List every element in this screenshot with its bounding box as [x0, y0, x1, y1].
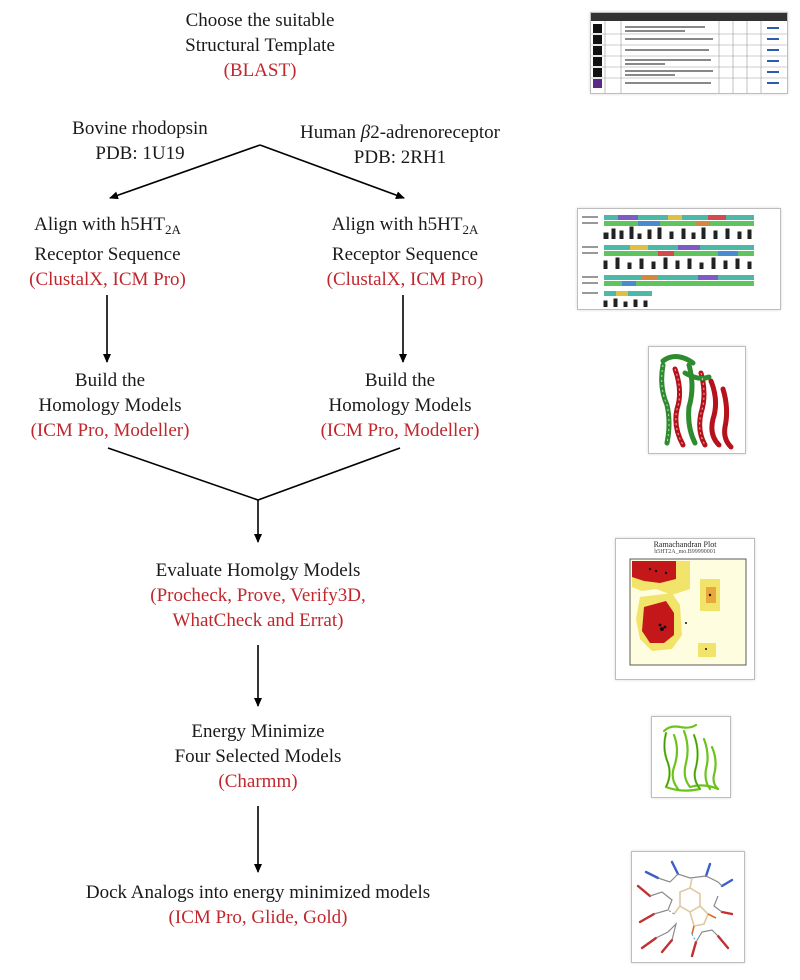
- minimized-ribbon-image: [662, 723, 720, 792]
- ramachandran-title: Ramachandran Plot: [653, 540, 717, 549]
- tools-blast: (BLAST): [223, 60, 297, 81]
- split-arrow-right: [259, 144, 405, 199]
- tools-validation-line1: (Procheck, Prove, Verify3D,: [150, 585, 366, 606]
- tools-icm-modeller: (ICM Pro, Modeller): [30, 420, 190, 441]
- ramachandran-plot-thumbnail: Ramachandran Plot h5HT2A_mo.B99990001: [615, 538, 755, 680]
- step-align-left: Align with h5HT2A Receptor Sequence (Clu…: [0, 212, 215, 292]
- step-build-right: Build the Homology Models (ICM Pro, Mode…: [290, 368, 510, 443]
- tools-icm-glide-gold: (ICM Pro, Glide, Gold): [168, 907, 348, 928]
- sequence-alignment-thumbnail: [577, 208, 781, 310]
- blast-results-thumbnail: [590, 12, 788, 94]
- tools-validation-line2: WhatCheck and Errat): [172, 610, 344, 631]
- blast-table-image: [591, 13, 787, 93]
- step-energy-minimize: Energy Minimize Four Selected Models (Ch…: [128, 719, 388, 794]
- step-evaluate-models: Evaluate Homolgy Models (Procheck, Prove…: [108, 558, 408, 633]
- homology-model-thumbnail: [648, 346, 746, 454]
- docking-image: [636, 860, 734, 958]
- tools-icm-modeller: (ICM Pro, Modeller): [320, 420, 480, 441]
- merge-line-left: [107, 447, 259, 501]
- template-bovine-rhodopsin: Bovine rhodopsin PDB: 1U19: [72, 118, 208, 164]
- protein-ribbon-image: [659, 354, 734, 450]
- template-human-b2-adrenoreceptor: Human β2-adrenoreceptor PDB: 2RH1: [300, 122, 500, 168]
- ramachandran-plot-image: [629, 558, 747, 666]
- step-dock-analogs: Dock Analogs into energy minimized model…: [28, 880, 488, 930]
- tools-charmm: (Charmm): [218, 771, 298, 792]
- ramachandran-subtitle: h5HT2A_mo.B99990001: [654, 549, 716, 555]
- tools-clustalx-icm: (ClustalX, ICM Pro): [326, 269, 484, 290]
- split-arrow-left: [109, 144, 261, 200]
- merge-line-right: [257, 447, 401, 501]
- energy-minimized-model-thumbnail: [651, 716, 731, 798]
- step-choose-template: Choose the suitable Structural Template …: [150, 8, 370, 83]
- tools-clustalx-icm: (ClustalX, ICM Pro): [29, 269, 186, 290]
- step-align-right: Align with h5HT2A Receptor Sequence (Clu…: [300, 212, 510, 292]
- step-build-left: Build the Homology Models (ICM Pro, Mode…: [0, 368, 220, 443]
- docking-pose-thumbnail: [631, 851, 745, 963]
- alignment-image: [582, 215, 754, 307]
